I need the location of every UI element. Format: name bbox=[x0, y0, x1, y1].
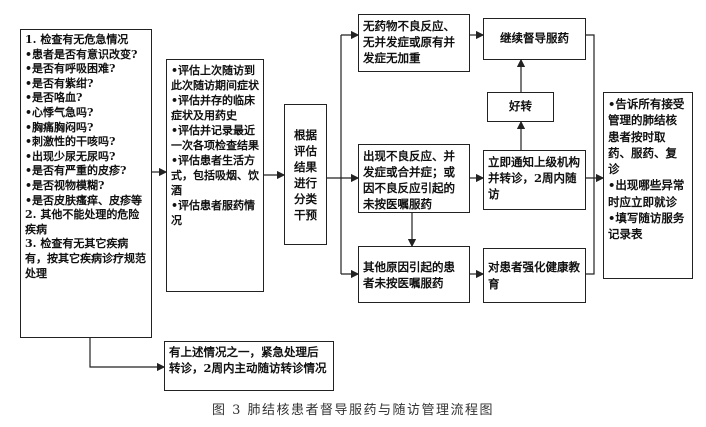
assessment-box: •评估上次随访到此次随访期间症状 •评估并存的临床症状及用药史 •评估并记录最近… bbox=[166, 59, 264, 292]
danger-check-line: •是否皮肤瘙痒、皮疹等 bbox=[25, 193, 143, 207]
other-reason-box: 其他原因引起的患者未按医嘱服药 bbox=[358, 246, 470, 303]
patient-notice-line: •告诉所有接受管理的肺结核患者按时取药、服药、复诊 bbox=[608, 97, 685, 177]
assessment-line: •评估患者服药情况 bbox=[171, 199, 256, 227]
no-reaction-box: 无药物不良反应、无并发症或原有并发症无加重 bbox=[358, 14, 470, 72]
emergency-referral-box: 有上述情况之一，紧急处理后转诊，2周内主动随访转诊情况 bbox=[164, 341, 334, 391]
collector-right bbox=[586, 34, 595, 275]
danger-check-line: 2. 其他不能处理的危险疾病 bbox=[25, 208, 140, 236]
reaction-box: 出现不良反应、并发症或合并症；或因不良反应引起的未按医嘱服药 bbox=[358, 144, 470, 213]
assessment-line: •评估并记录最近一次各项检查结果 bbox=[171, 124, 259, 152]
patient-notice-box: •告诉所有接受管理的肺结核患者按时取药、服药、复诊 •出现哪些异常时应立即就诊 … bbox=[603, 92, 693, 279]
arrow-check-to-emergency bbox=[89, 338, 166, 372]
danger-check-line: •出现少尿无尿吗? bbox=[25, 149, 116, 163]
danger-check-line: •胸痛胸闷吗? bbox=[25, 120, 94, 134]
danger-check-line: •心悸气急吗? bbox=[25, 105, 94, 119]
improved-text: 好转 bbox=[509, 99, 532, 114]
danger-check-line: •患者是否有意识改变? bbox=[25, 47, 138, 61]
danger-check-line: •刺激性的干咳吗? bbox=[25, 135, 116, 149]
assessment-line: •评估并存的临床症状及用药史 bbox=[171, 94, 256, 122]
other-reason-text: 其他原因引起的患者未按医嘱服药 bbox=[363, 259, 455, 290]
danger-check-line: 1. 检查有无危急情况 bbox=[25, 33, 129, 46]
emergency-referral-text: 有上述情况之一，紧急处理后转诊，2周内主动随访转诊情况 bbox=[169, 345, 327, 375]
assessment-line: •评估上次随访到此次随访期间症状 bbox=[171, 64, 259, 92]
no-reaction-text: 无药物不良反应、无并发症或原有并发症无加重 bbox=[363, 19, 455, 65]
health-education-box: 对患者强化健康教育 bbox=[483, 248, 586, 303]
continue-medication-box: 继续督导服药 bbox=[483, 18, 586, 60]
referral-text: 立即通知上级机构并转诊，2周内随访 bbox=[488, 155, 580, 201]
patient-notice-line: •出现哪些异常时应立即就诊 bbox=[608, 178, 685, 209]
danger-check-line: •是否咯血? bbox=[25, 91, 83, 105]
classify-box: 根据评估结果进行分类干预 bbox=[284, 104, 327, 245]
reaction-text: 出现不良反应、并发症或合并症；或因不良反应引起的未按医嘱服药 bbox=[363, 149, 455, 211]
continue-medication-text: 继续督导服药 bbox=[500, 31, 569, 46]
danger-check-line: •是否有呼吸困难? bbox=[25, 62, 116, 76]
improved-box: 好转 bbox=[487, 92, 554, 122]
danger-check-line: •是否有紫绀? bbox=[25, 76, 94, 90]
assessment-line: •评估患者生活方式，包括吸烟、饮酒 bbox=[171, 154, 259, 197]
danger-check-line: 3. 检查有无其它疾病有，按其它疾病诊疗规范处理 bbox=[25, 237, 146, 280]
referral-box: 立即通知上级机构并转诊，2周内随访 bbox=[483, 150, 586, 210]
branch-classify bbox=[327, 35, 342, 274]
danger-check-line: •是否有严重的皮疹? bbox=[25, 164, 127, 178]
classify-text: 根据评估结果进行分类干预 bbox=[294, 127, 317, 222]
danger-check-line: •是否视物模糊? bbox=[25, 178, 105, 192]
patient-notice-line: •填写随访服务记录表 bbox=[608, 211, 685, 242]
health-education-text: 对患者强化健康教育 bbox=[488, 259, 580, 291]
danger-check-box: 1. 检查有无危急情况 •患者是否有意识改变? •是否有呼吸困难? •是否有紫绀… bbox=[20, 29, 152, 338]
figure-caption: 图 3 肺结核患者督导服药与随访管理流程图 bbox=[211, 403, 495, 418]
